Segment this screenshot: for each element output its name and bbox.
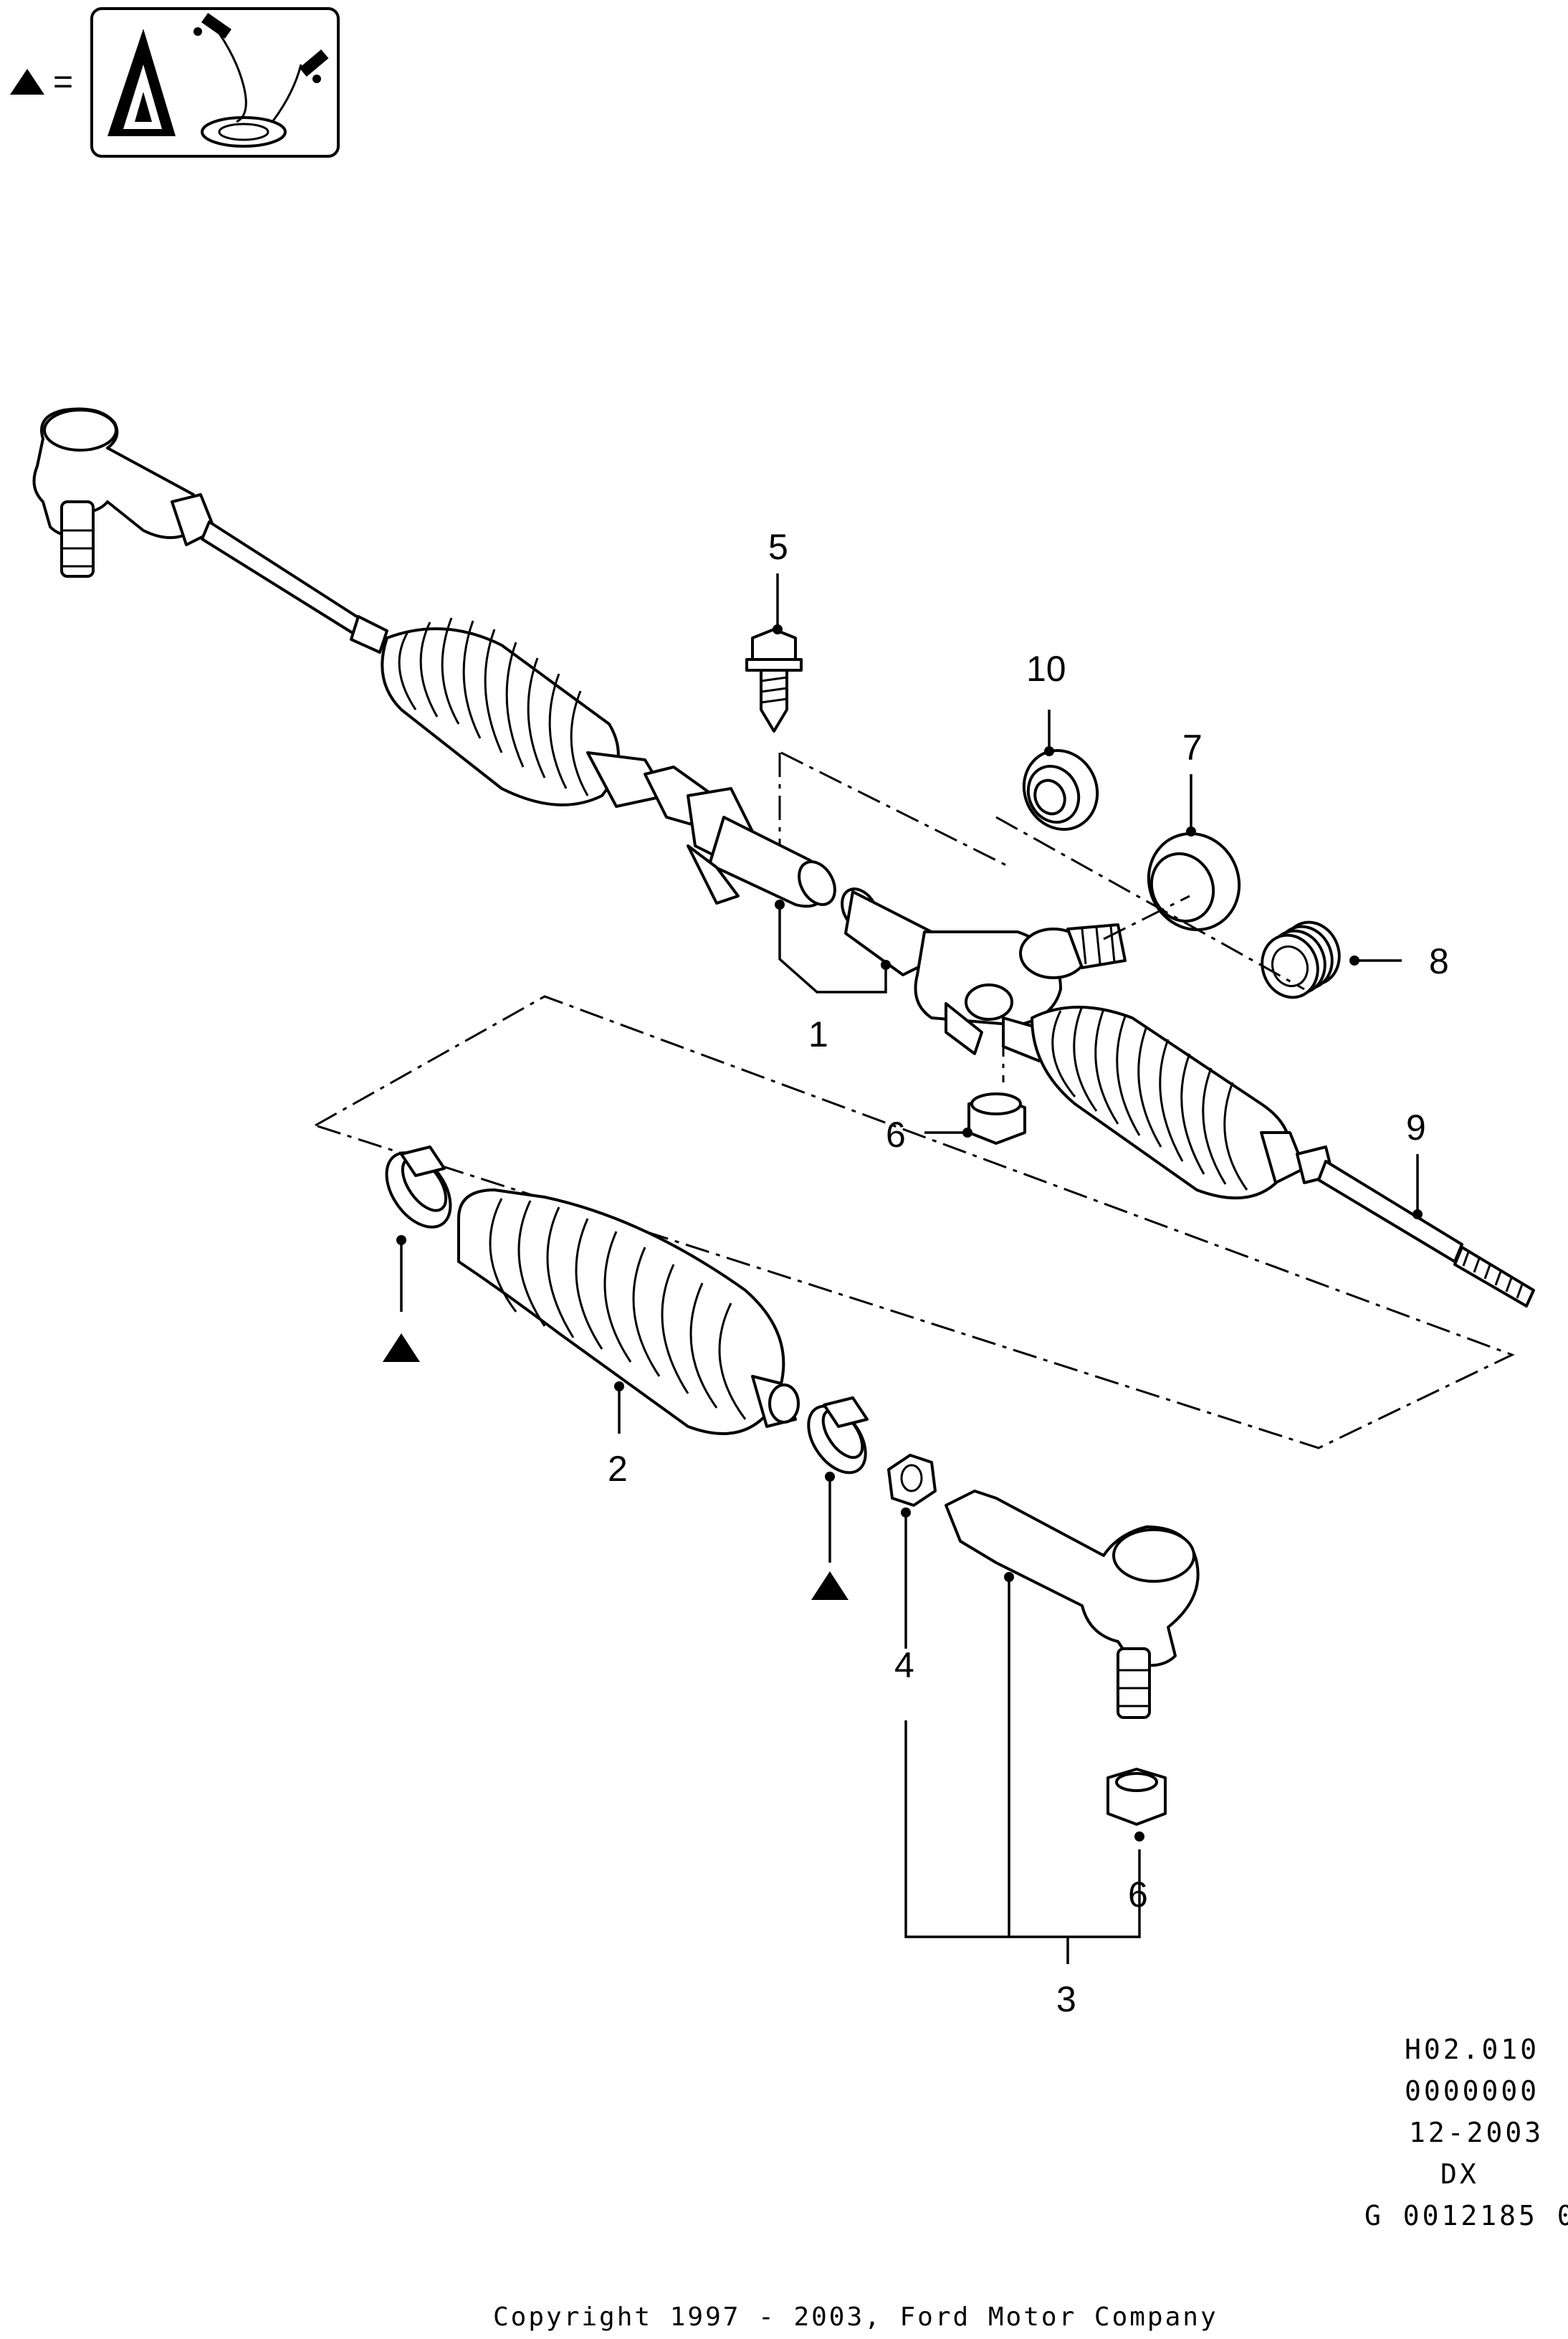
callout-1: 1 <box>808 1014 828 1054</box>
info-line-1: H02.010 <box>1405 2034 1539 2065</box>
info-line-5: G 0012185 0 <box>1364 2200 1568 2231</box>
info-line-4: DX <box>1440 2158 1479 2190</box>
bellows <box>457 1188 800 1435</box>
bolt <box>745 628 803 733</box>
explode-lines-upper <box>778 751 1305 1082</box>
triangle-marker-right <box>811 1571 848 1600</box>
info-line-2: 0000000 <box>1405 2075 1539 2107</box>
callouts: 5 10 7 8 1 6 9 2 4 6 3 <box>608 527 1449 2019</box>
info-block: H02.010 0000000 12-2003 DX G 0012185 0 <box>1364 2034 1568 2231</box>
leader-lines <box>396 573 1423 1964</box>
nut-lower <box>1106 1768 1167 1826</box>
callout-2: 2 <box>608 1449 628 1489</box>
cup-seal <box>1147 832 1241 931</box>
spring <box>1261 920 1341 999</box>
right-bellows <box>1031 1006 1306 1200</box>
callout-4: 4 <box>894 1645 914 1685</box>
nut-upper <box>967 1092 1026 1145</box>
callout-7: 7 <box>1182 728 1203 768</box>
copyright: Copyright 1997 - 2003, Ford Motor Compan… <box>493 2302 1218 2332</box>
explode-box <box>312 995 1515 1449</box>
outer-tie-rod-end <box>945 1490 1200 1719</box>
lower-parts <box>385 1145 1200 1826</box>
clamp-right <box>807 1396 869 1475</box>
callout-10: 10 <box>1026 649 1066 689</box>
callout-3: 3 <box>1056 1979 1076 2019</box>
left-bellows <box>381 617 668 808</box>
right-inner-rod <box>1296 1145 1535 1307</box>
info-line-3: 12-2003 <box>1409 2117 1544 2148</box>
warning-triangle-tool-icon <box>90 7 340 158</box>
clamp-left <box>385 1145 452 1229</box>
lock-nut <box>887 1454 937 1507</box>
left-tie-rod-end <box>32 407 216 578</box>
legend: = <box>10 7 340 158</box>
callout-5: 5 <box>768 527 788 567</box>
steering-rack-assembly <box>32 407 1535 1307</box>
bearing <box>1022 749 1099 831</box>
callout-6-upper: 6 <box>886 1115 906 1155</box>
legend-triangle-icon <box>10 69 44 95</box>
callout-6-lower: 6 <box>1128 1874 1148 1915</box>
triangle-marker-left <box>383 1333 420 1362</box>
callout-9: 9 <box>1406 1107 1426 1148</box>
legend-equals: = <box>53 63 73 101</box>
rack-tube-left <box>644 766 836 908</box>
callout-8: 8 <box>1429 941 1449 981</box>
